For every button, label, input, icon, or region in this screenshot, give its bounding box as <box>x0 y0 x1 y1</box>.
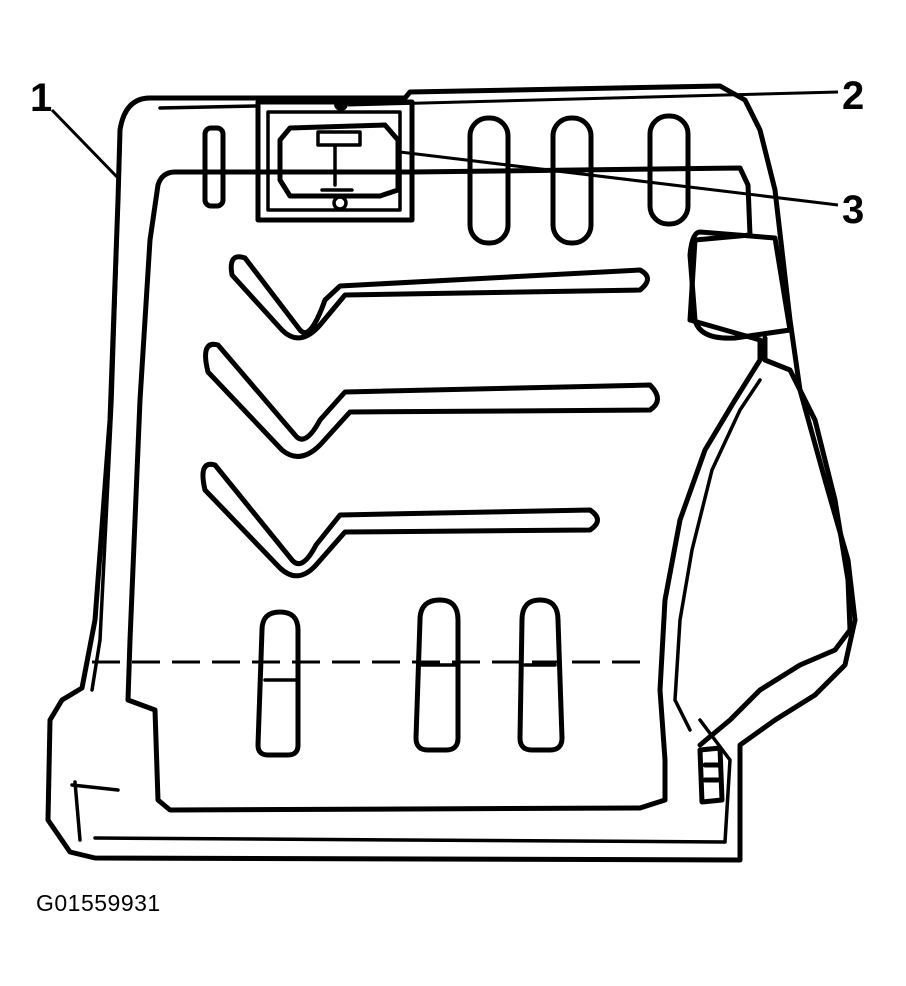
leader-line-1 <box>50 108 120 180</box>
slot-top-3 <box>647 113 691 227</box>
slot-top-1 <box>467 115 511 246</box>
slot-top-left <box>202 125 226 209</box>
fastener-2 <box>334 97 348 111</box>
switch-mount-inner <box>266 110 402 212</box>
rear-clip <box>697 745 725 805</box>
figure-id: G01559931 <box>36 890 161 916</box>
switch-body <box>277 122 401 199</box>
chevron-groove-1 <box>228 254 650 341</box>
switch-clip <box>316 130 362 192</box>
side-bolster-inner <box>673 378 762 732</box>
leader-line-3 <box>399 150 839 207</box>
upper-right-pad <box>687 229 793 341</box>
pan-inner-panel <box>125 165 763 813</box>
leader-line-2 <box>347 90 839 107</box>
callout-3: 3 <box>842 188 865 232</box>
slot-inner-lines <box>263 663 557 682</box>
callout-2: 2 <box>842 74 865 118</box>
chevron-groove-3 <box>200 461 600 579</box>
side-bolster <box>697 335 853 748</box>
slot-bottom-3 <box>517 597 565 753</box>
chevron-groove-2 <box>203 341 660 459</box>
pan-outer-outline <box>45 83 858 863</box>
pan-outer-inner-edge <box>90 104 732 844</box>
slot-bottom-2 <box>413 597 461 753</box>
slot-bottom-1 <box>255 609 301 758</box>
callout-1: 1 <box>30 76 53 120</box>
slot-top-2 <box>550 115 594 246</box>
switch-fastener-bottom <box>332 195 348 211</box>
left-tab <box>70 780 120 842</box>
